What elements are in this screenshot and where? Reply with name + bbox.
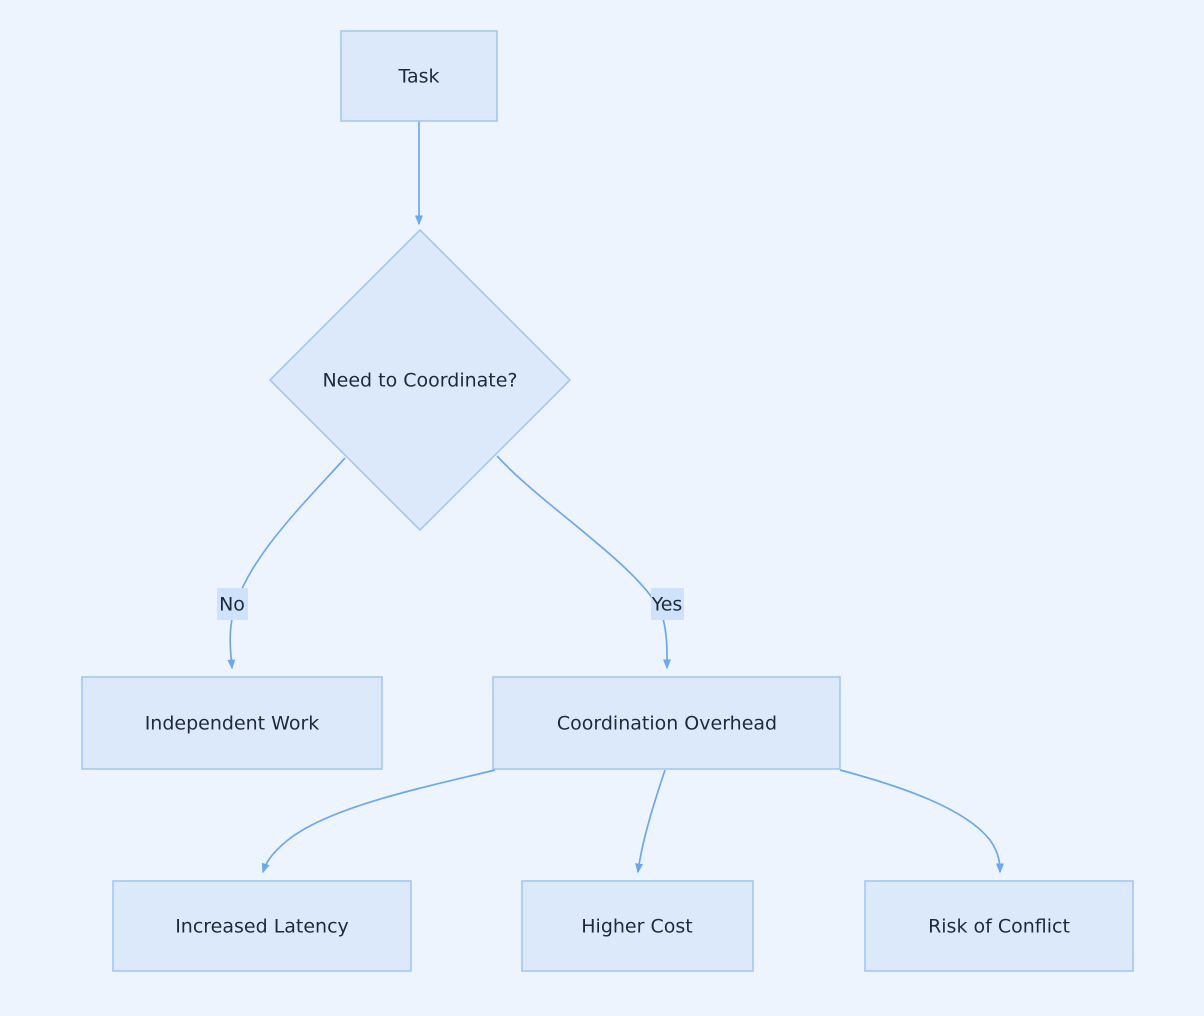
node-decision[interactable]: Need to Coordinate? bbox=[268, 228, 572, 532]
edge-labels-layer: No Yes bbox=[217, 588, 684, 620]
node-coordination-overhead[interactable]: Coordination Overhead bbox=[492, 676, 841, 770]
edge-label-yes-chip bbox=[651, 588, 684, 620]
node-task-shape[interactable] bbox=[340, 30, 498, 122]
node-risk-of-conflict-shape[interactable] bbox=[864, 880, 1134, 972]
edge-coordination-to-cost bbox=[635, 769, 666, 874]
node-increased-latency[interactable]: Increased Latency bbox=[112, 880, 412, 972]
edges-layer bbox=[227, 121, 1004, 874]
edge-label-no-chip bbox=[217, 588, 248, 620]
edge-label-yes: Yes bbox=[651, 588, 684, 620]
edge-coordination-to-conflict bbox=[839, 769, 1004, 874]
node-higher-cost[interactable]: Higher Cost bbox=[521, 880, 754, 972]
edge-label-no: No bbox=[217, 588, 248, 620]
edge-coordination-to-latency bbox=[261, 769, 496, 874]
node-decision-shape[interactable] bbox=[268, 228, 572, 532]
node-independent-work[interactable]: Independent Work bbox=[81, 676, 383, 770]
node-higher-cost-shape[interactable] bbox=[521, 880, 754, 972]
edge-decision-to-coordination bbox=[496, 455, 672, 670]
node-task[interactable]: Task bbox=[340, 30, 498, 122]
nodes-layer: Task Need to Coordinate? Independent Wor… bbox=[81, 30, 1134, 972]
node-risk-of-conflict[interactable]: Risk of Conflict bbox=[864, 880, 1134, 972]
node-increased-latency-shape[interactable] bbox=[112, 880, 412, 972]
node-coordination-overhead-shape[interactable] bbox=[492, 676, 841, 770]
edge-decision-to-independent bbox=[227, 457, 346, 670]
node-independent-work-shape[interactable] bbox=[81, 676, 383, 770]
